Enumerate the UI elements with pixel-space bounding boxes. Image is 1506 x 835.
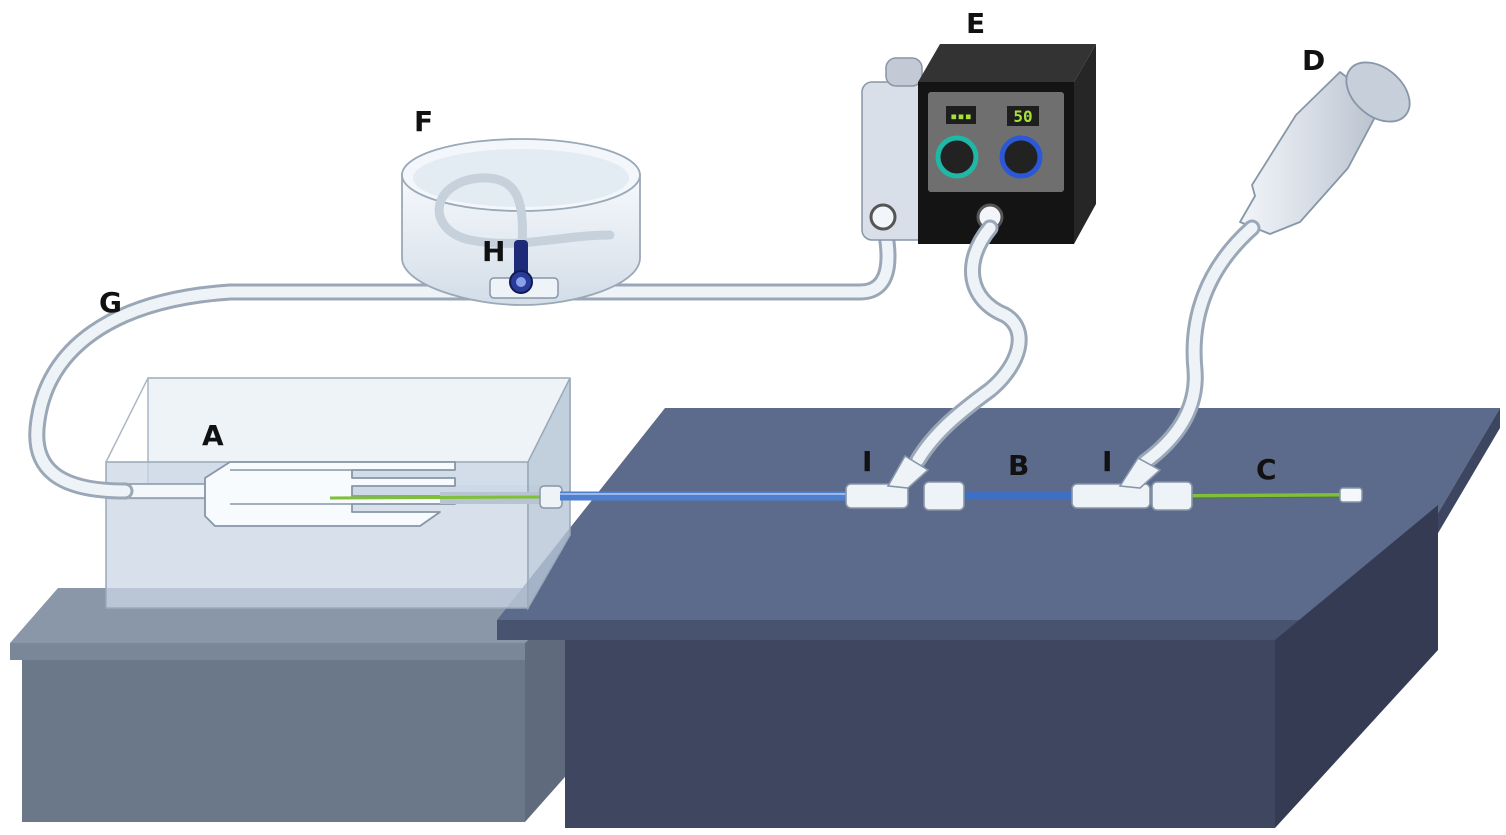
pump-left-display-text: ▪▪▪: [950, 109, 972, 123]
label-f: F: [414, 105, 434, 138]
label-e: E: [966, 7, 986, 40]
bag-cap: [1345, 61, 1411, 123]
pump-right-display: [1007, 106, 1039, 126]
y-connector-right: [1071, 456, 1193, 511]
pump-right-knob: [999, 135, 1043, 179]
label-h: H: [482, 235, 506, 268]
label-i-right: I: [1102, 445, 1113, 478]
guidewire-c-shadow: [1189, 496, 1346, 499]
vascular-model: [119, 461, 546, 527]
y-connector-right-branch: [1118, 456, 1162, 489]
y-connector-right-cap: [1151, 481, 1193, 511]
y-connector-left: [845, 454, 965, 511]
model-channels: [204, 461, 456, 527]
pressure-bag-d: [1239, 61, 1411, 235]
basin-inner: [413, 149, 629, 207]
label-d: D: [1302, 44, 1326, 77]
left-bench-front: [22, 660, 525, 822]
model-inlet-tube: [119, 483, 216, 499]
y-connector-left-body: [845, 483, 909, 509]
left-bench: [10, 588, 580, 822]
tube-pump-to-connector-left-inner: [912, 222, 1025, 466]
guidewire-c: [1189, 493, 1346, 498]
stopcock-knob-center: [516, 277, 526, 287]
left-bench-top-edge: [10, 643, 525, 660]
label-b: B: [1008, 449, 1030, 482]
label-g: G: [99, 286, 122, 319]
tube-bag-to-connector-right-inner: [1139, 222, 1258, 468]
pump-reservoir-port: [869, 203, 897, 231]
tubing-g-inner: [31, 214, 894, 497]
stopcock-handle: [514, 240, 528, 280]
right-table-top-edge: [497, 620, 1375, 640]
pump-left-knob: [935, 135, 979, 179]
tank-top-edge: [105, 377, 570, 463]
pump-reservoir-cap: [885, 57, 923, 87]
right-table: [497, 408, 1500, 828]
label-i-left: I: [862, 445, 873, 478]
right-table-front: [565, 640, 1275, 828]
pump-right-display-text: 50: [1013, 107, 1032, 126]
pump-left-display: [946, 106, 976, 124]
stopcock-h: [489, 240, 559, 299]
basin-loop-tubing: [434, 173, 615, 267]
pump-e: ▪▪▪ 50: [861, 44, 1096, 244]
y-connector-left-branch: [886, 454, 930, 489]
label-c: C: [1256, 453, 1277, 486]
y-connector-right-body: [1071, 483, 1151, 509]
label-a: A: [202, 419, 224, 452]
right-table-side: [1275, 505, 1438, 828]
y-connector-left-cap: [923, 481, 965, 511]
guidewire-in-model: [329, 495, 546, 500]
pump-top: [918, 44, 1096, 82]
tubing-g: [28, 211, 897, 500]
right-table-top: [497, 408, 1500, 620]
pump-side: [1074, 44, 1096, 244]
guidewire-tip: [1339, 487, 1363, 503]
catheter-line: [539, 485, 1363, 509]
sheath-hub: [539, 485, 563, 509]
